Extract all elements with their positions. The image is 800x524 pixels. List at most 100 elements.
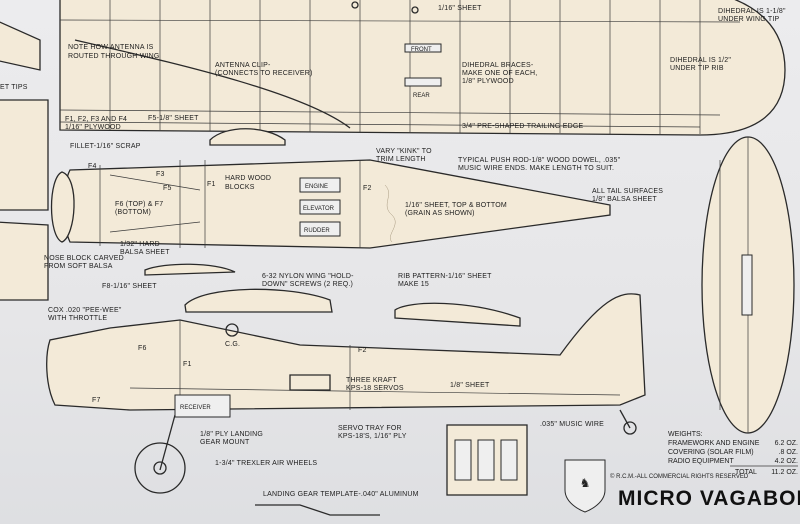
nose-block-1: NOSE BLOCK CARVED [44, 255, 124, 262]
landing-mount-1: 1/8" PLY LANDING [200, 431, 263, 438]
landing-mount-2: GEAR MOUNT [200, 439, 250, 446]
tail-surfaces [701, 136, 795, 434]
nose-block-2: FROM SOFT BALSA [44, 263, 113, 270]
weights-table: WEIGHTS: FRAMEWORK AND ENGINE 6.2 OZ. CO… [668, 431, 798, 476]
rcm-logo: ♞ [564, 459, 606, 513]
push-rod-2: MUSIC WIRE ENDS. MAKE LENGTH TO SUIT. [458, 165, 614, 172]
trailing-edge: 3/4" PRE-SHAPED TRAILING EDGE [462, 123, 583, 130]
servo-tray [446, 424, 528, 496]
nose-block [50, 171, 75, 243]
labels: NOTE HOW ANTENNA IS ROUTED THROUGH WING … [0, 5, 786, 498]
receiver-label: RECEIVER [180, 405, 211, 411]
f7-side: F7 [92, 397, 101, 404]
antenna-note-2: ROUTED THROUGH WING [68, 53, 160, 60]
dihedral-brace-rear [404, 77, 442, 87]
f2-label: F2 [363, 185, 372, 192]
receiver-box [174, 394, 231, 418]
dihedral-braces-1: DIHEDRAL BRACES- [462, 62, 534, 69]
cox-2: WITH THROTTLE [48, 315, 107, 322]
f8-label: F8-1/16" SHEET [102, 283, 157, 290]
f6-side: F6 [138, 345, 147, 352]
hard-balsa-2: BALSA SHEET [120, 249, 170, 256]
tail-wheel [623, 421, 637, 435]
dihedral-tip-rib-2: UNDER TIP RIB [670, 65, 724, 72]
elevator-label: ELEVATOR [303, 206, 335, 212]
hardwood-1: HARD WOOD [225, 175, 271, 182]
rib-pattern-2: MAKE 15 [398, 281, 429, 288]
servos-1: THREE KRAFT [346, 377, 397, 384]
svg-text:♞: ♞ [580, 476, 591, 490]
f8-part [144, 263, 236, 276]
wheels-label: 1-3/4" TREXLER AIR WHEELS [215, 460, 317, 467]
sheet-top-bottom-2: (GRAIN AS SHOWN) [405, 210, 475, 217]
landing-gear-template [255, 504, 380, 516]
f-parts-1: F1, F2, F3 AND F4 [65, 116, 127, 123]
dihedral-wing-tip-2: UNDER WING TIP [718, 16, 780, 23]
front-label: FRONT [411, 47, 432, 53]
sheet-top-bottom-1: 1/16" SHEET, TOP & BOTTOM [405, 202, 507, 209]
weights-total-label: TOTAL [735, 469, 757, 476]
weights-total-value: 11.2 OZ. [771, 469, 798, 476]
main-wheel [134, 442, 186, 494]
tail-surfaces-1: ALL TAIL SURFACES [592, 188, 663, 195]
f3-label: F3 [156, 171, 165, 178]
fuselage-top-view [50, 159, 611, 249]
elevator-servo-box [299, 199, 341, 215]
wing-plan [0, 0, 786, 136]
f6f7-2: (BOTTOM) [115, 209, 151, 216]
sheet-top: 1/16" SHEET [438, 5, 482, 12]
f5-label: F5-1/8" SHEET [148, 115, 199, 122]
nylon-2: DOWN" SCREWS (2 REQ.) [262, 281, 353, 288]
plan-title: MICRO VAGABOND [618, 487, 800, 510]
rear-label: REAR [413, 93, 430, 99]
rib-pattern-1: RIB PATTERN-1/16" SHEET [398, 273, 492, 280]
weight-row-1-value: .8 OZ. [779, 449, 799, 456]
dihedral-braces-2: MAKE ONE OF EACH, [462, 70, 537, 77]
cg-label: C.G. [225, 341, 240, 348]
rudder-label: RUDDER [304, 228, 330, 234]
f4-label: F4 [88, 163, 97, 170]
rudder-servo-box [299, 221, 341, 237]
nylon-1: 6-32 NYLON WING "HOLD- [262, 273, 354, 280]
wing-saddle [184, 288, 333, 313]
push-rod-1: TYPICAL PUSH ROD-1/8" WOOD DOWEL, .035" [458, 157, 621, 164]
f6f7-1: F6 (TOP) & F7 [115, 201, 163, 208]
landing-template: LANDING GEAR TEMPLATE-.040" ALUMINUM [263, 491, 419, 498]
et-tips: ET TIPS [0, 84, 28, 91]
music-wire: .035" MUSIC WIRE [540, 421, 604, 428]
antenna-clip-1: ANTENNA CLIP- [215, 62, 271, 69]
antenna-note-1: NOTE HOW ANTENNA IS [68, 44, 154, 51]
dihedral-wing-tip-1: DIHEDRAL IS 1-1/8" [718, 8, 786, 15]
dihedral-tip-rib-1: DIHEDRAL IS 1/2" [670, 57, 731, 64]
rib-pattern [394, 302, 521, 327]
f5-short-label: F5 [163, 185, 172, 192]
copyright: © R.C.M.-ALL COMMERCIAL RIGHTS RESERVED [610, 473, 749, 480]
kink-1: VARY "KINK" TO [376, 148, 432, 155]
servos-2: KPS-18 SERVOS [346, 385, 404, 392]
engine-servo-box [299, 177, 341, 193]
kink-2: TRIM LENGTH [376, 156, 426, 163]
weight-row-1-label: COVERING (SOLAR FILM) [668, 449, 754, 456]
dihedral-brace-front [404, 43, 442, 53]
fuselage-side-view [46, 288, 646, 494]
hard-balsa-1: 1/32" HARD [120, 241, 160, 248]
cox-1: COX .020 "PEE-WEE" [48, 307, 122, 314]
f5-part [209, 128, 286, 146]
weight-row-2-value: 4.2 OZ. [775, 458, 798, 465]
servo-tray-1: SERVO TRAY FOR [338, 425, 402, 432]
f2-side: F2 [358, 347, 367, 354]
hardwood-2: BLOCKS [225, 184, 255, 191]
weight-row-0-label: FRAMEWORK AND ENGINE [668, 440, 760, 447]
dihedral-braces-3: 1/8" PLYWOOD [462, 78, 514, 85]
weight-row-0-value: 6.2 OZ. [775, 440, 798, 447]
weights-heading: WEIGHTS: [668, 431, 703, 438]
antenna-clip-2: (CONNECTS TO RECEIVER) [215, 70, 313, 77]
f-parts-2: 1/16" PLYWOOD [65, 124, 121, 131]
sheet-eighth: 1/8" SHEET [450, 382, 490, 389]
weight-row-2-label: RADIO EQUIPMENT [668, 458, 734, 465]
servo-tray-2: KPS-18'S, 1/16" PLY [338, 433, 407, 440]
tail-surfaces-2: 1/8" BALSA SHEET [592, 196, 657, 203]
fillet-label: FILLET-1/16" SCRAP [70, 143, 141, 150]
